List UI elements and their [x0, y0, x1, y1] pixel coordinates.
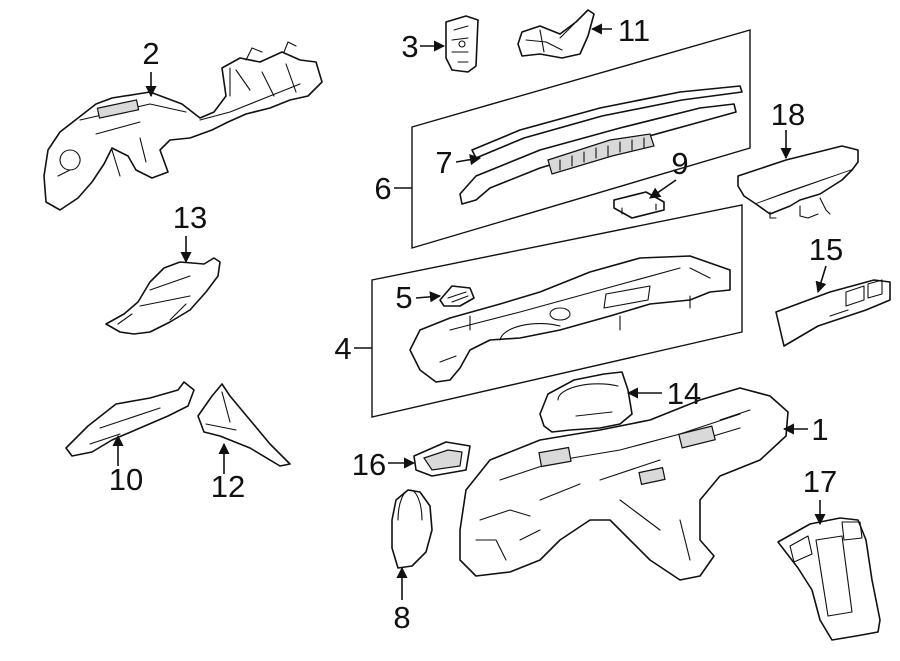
part-1-instrument-panel[interactable]	[459, 387, 789, 581]
callout-14: 14	[667, 376, 701, 411]
part-11-duct[interactable]	[517, 9, 595, 59]
part-15-trim-panel[interactable]	[775, 279, 891, 347]
leader-7	[455, 154, 482, 166]
part-7-defroster-trim[interactable]	[471, 85, 743, 159]
callout-2: 2	[142, 36, 159, 71]
callout-11: 11	[618, 13, 650, 48]
callout-17: 17	[803, 464, 837, 499]
part-9-cover[interactable]	[613, 191, 665, 219]
callout-7: 7	[435, 145, 452, 180]
part-16-bezel[interactable]	[413, 441, 471, 477]
callout-5: 5	[395, 280, 412, 315]
part-4-upper-instrument-panel[interactable]	[409, 255, 731, 383]
callout-9: 9	[671, 146, 688, 181]
leader-15	[815, 265, 827, 294]
callout-6: 6	[374, 171, 391, 206]
callout-16: 16	[352, 447, 386, 482]
callout-8: 8	[393, 600, 410, 635]
part-14-cluster-hood[interactable]	[539, 371, 633, 433]
callout-15: 15	[809, 232, 843, 267]
callout-12: 12	[211, 469, 245, 504]
callout-10: 10	[109, 462, 143, 497]
callout-4: 4	[334, 331, 351, 366]
part-18-airbag-module[interactable]	[737, 145, 859, 219]
part-10-lower-trim[interactable]	[65, 381, 195, 457]
callout-1: 1	[811, 412, 828, 447]
part-8-end-cap[interactable]	[391, 489, 433, 569]
part-6-defroster-panel[interactable]	[459, 103, 737, 205]
part-12-side-panel[interactable]	[197, 383, 291, 467]
part-5-vent[interactable]	[439, 285, 475, 307]
part-13-knee-bracket[interactable]	[105, 257, 221, 335]
leader-9	[649, 179, 677, 199]
part-17-console-trim[interactable]	[777, 517, 881, 641]
callout-3: 3	[401, 29, 418, 64]
part-2-crossbeam[interactable]	[43, 41, 323, 211]
leader-5	[415, 291, 442, 303]
part-3-bracket[interactable]	[445, 15, 479, 73]
callout-13: 13	[173, 200, 207, 235]
callout-18: 18	[771, 97, 805, 132]
